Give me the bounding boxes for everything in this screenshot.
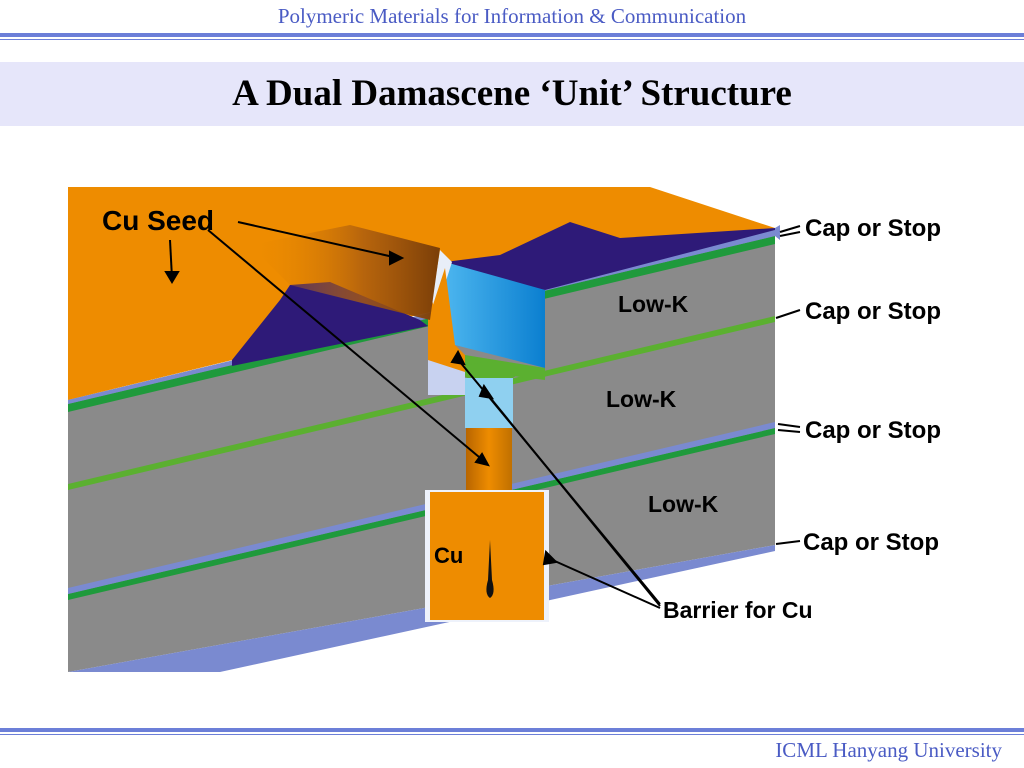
trench-sidewall-white — [432, 250, 455, 350]
cu-void-icon — [486, 540, 494, 598]
label-barrier: Barrier for Cu — [663, 597, 813, 623]
via-barrier — [465, 378, 513, 428]
footer-rule-thin — [0, 734, 1024, 735]
cap-marker-1 — [775, 225, 780, 240]
title-band — [0, 62, 1024, 126]
bottom-stop-layer — [68, 545, 775, 672]
label-cap-2: Cap or Stop — [805, 298, 941, 325]
header-rule-thick — [0, 33, 1024, 37]
footer-affiliation: ICML Hanyang University — [775, 738, 1002, 762]
label-low-k-1: Low-K — [618, 291, 689, 317]
via-top-green — [462, 362, 518, 382]
cap-layer-second — [68, 316, 775, 490]
low-k-stack — [68, 230, 775, 672]
footer-rule-thick — [0, 728, 1024, 732]
label-cu-seed: Cu Seed — [102, 205, 214, 236]
label-low-k-2: Low-K — [606, 386, 677, 412]
label-cu: Cu — [434, 543, 463, 568]
trench-barrier-strip — [428, 360, 465, 395]
cap-layer-third — [68, 428, 775, 600]
label-low-k-3: Low-K — [648, 491, 719, 517]
hardmask-right — [445, 222, 775, 290]
stop-layer-third — [68, 422, 775, 594]
slide-title: A Dual Damascene ‘Unit’ Structure — [232, 73, 792, 114]
header-rule-thin — [0, 39, 1024, 40]
leader-lines — [164, 221, 801, 609]
course-title: Polymeric Materials for Information & Co… — [277, 4, 747, 28]
label-cap-1: Cap or Stop — [805, 215, 941, 242]
trench-barrier-wall — [440, 262, 545, 368]
label-cap-3: Cap or Stop — [805, 417, 941, 444]
label-cap-4: Cap or Stop — [803, 529, 939, 556]
cu-line — [430, 492, 544, 620]
cu-seed-shadow — [250, 225, 440, 320]
